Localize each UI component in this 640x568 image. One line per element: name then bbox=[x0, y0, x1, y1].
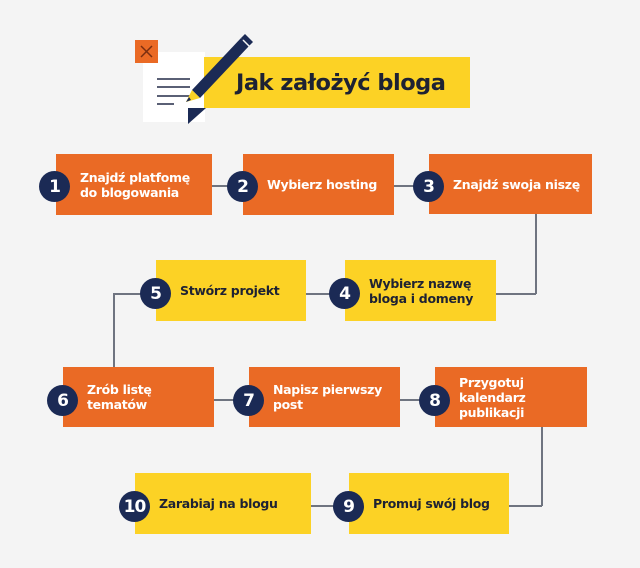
connector-6-7 bbox=[214, 399, 250, 401]
step-8-number-badge: 8 bbox=[419, 385, 450, 416]
connector-3-4-horizontal bbox=[496, 293, 536, 295]
step-5-label: Stwórz projekt bbox=[180, 283, 280, 298]
step-2-box: Wybierz hosting bbox=[243, 154, 394, 215]
connector-5-6-vertical bbox=[113, 293, 115, 368]
step-10-number-badge: 10 bbox=[119, 491, 150, 522]
step-2-label: Wybierz hosting bbox=[267, 177, 377, 192]
step-4-box: Wybierz nazwę bloga i domeny bbox=[345, 260, 496, 321]
step-7-number-badge: 7 bbox=[233, 385, 264, 416]
step-3-box: Znajdź swoja niszę bbox=[429, 154, 592, 214]
step-10-label: Zarabiaj na blogu bbox=[159, 496, 278, 511]
connector-9-10 bbox=[311, 505, 349, 507]
connector-4-5 bbox=[306, 293, 346, 295]
step-6-box: Zrób listę tematów bbox=[63, 367, 214, 427]
step-6-number-badge: 6 bbox=[47, 385, 78, 416]
step-9-label: Promuj swój blog bbox=[373, 496, 490, 511]
step-5-number-badge: 5 bbox=[140, 278, 171, 309]
page-title: Jak założyć bloga bbox=[236, 69, 446, 96]
step-8-label: Przygotuj kalendarz publikacji bbox=[459, 374, 526, 420]
step-7-label: Napisz pierwszy post bbox=[273, 382, 382, 412]
step-3-label: Znajdź swoja niszę bbox=[453, 176, 580, 192]
step-2-number-badge: 2 bbox=[227, 171, 258, 202]
step-7-box: Napisz pierwszy post bbox=[249, 367, 400, 427]
close-x-square-icon bbox=[135, 40, 158, 63]
connector-2-3 bbox=[394, 185, 430, 187]
step-9-box: Promuj swój blog bbox=[349, 473, 509, 534]
step-1-label: Znajdź platfomę do blogowania bbox=[80, 169, 190, 200]
step-10-box: Zarabiaj na blogu bbox=[135, 473, 311, 534]
step-1-number-badge: 1 bbox=[39, 171, 70, 202]
step-6-label: Zrób listę tematów bbox=[87, 382, 152, 412]
step-3-number-badge: 3 bbox=[413, 171, 444, 202]
step-1-box: Znajdź platfomę do blogowania bbox=[56, 154, 212, 215]
pencil-icon bbox=[186, 34, 253, 124]
connector-8-9-horizontal bbox=[509, 505, 542, 507]
step-9-number-badge: 9 bbox=[333, 491, 364, 522]
connector-7-8 bbox=[400, 399, 436, 401]
title-banner: Jak założyć bloga bbox=[204, 57, 470, 108]
step-4-number-badge: 4 bbox=[329, 278, 360, 309]
step-4-label: Wybierz nazwę bloga i domeny bbox=[369, 275, 474, 306]
connector-3-4-vertical bbox=[535, 214, 537, 294]
step-5-box: Stwórz projekt bbox=[156, 260, 306, 321]
connector-8-9-vertical bbox=[541, 427, 543, 506]
step-8-box: Przygotuj kalendarz publikacji bbox=[435, 367, 587, 427]
connector-5-6-horizontal bbox=[113, 293, 143, 295]
